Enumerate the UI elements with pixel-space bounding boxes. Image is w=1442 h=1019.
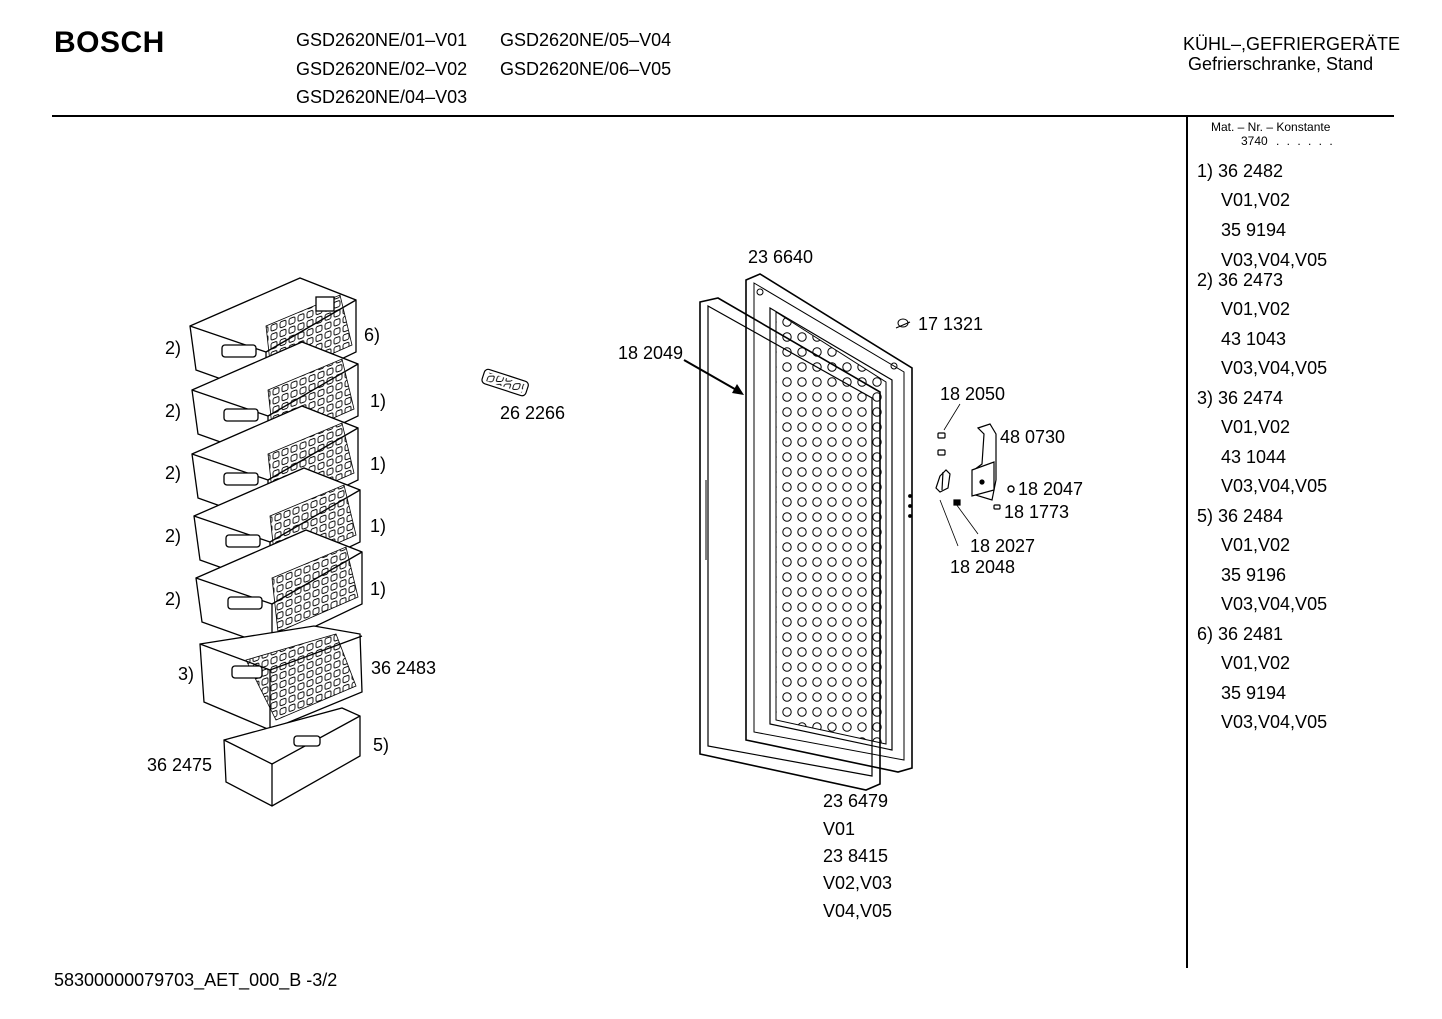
category-title: KÜHL–,GEFRIERGERÄTE <box>1183 34 1401 54</box>
part-number-label: 26 2266 <box>500 403 566 423</box>
variant-label: V01 <box>823 819 856 839</box>
part-number-label: 18 2050 <box>940 384 1006 404</box>
category-subtitle: Gefrierschranke, Stand <box>1188 54 1374 74</box>
part-number-label: 23 8415 <box>823 846 889 866</box>
callout-label: 1) <box>370 454 387 474</box>
callout-label: 1) <box>370 391 387 411</box>
material-row: V01,V02 <box>1221 190 1291 210</box>
header-divider <box>52 115 1394 117</box>
material-header: Mat. – Nr. – Konstante <box>1211 120 1331 134</box>
part-number-label: 18 2048 <box>950 557 1016 577</box>
hinge-bracket <box>971 423 997 501</box>
material-row: V01,V02 <box>1221 417 1291 437</box>
brand-logo: BOSCH <box>54 26 165 59</box>
material-row: 43 1043 <box>1221 329 1287 349</box>
freezer-drawers <box>189 277 363 807</box>
hinge-parts <box>935 403 1015 547</box>
screw-icon <box>895 318 911 329</box>
callout-label: 2) <box>165 526 182 546</box>
material-row: V03,V04,V05 <box>1221 476 1328 496</box>
material-row: V01,V02 <box>1221 653 1291 673</box>
drawer <box>195 529 363 648</box>
part-number-label: 18 2049 <box>618 343 684 363</box>
material-row: 6) 36 2481 <box>1197 624 1284 644</box>
part-number-label: 18 1773 <box>1004 502 1070 522</box>
callout-label: 1) <box>370 516 387 536</box>
screw-icon <box>937 432 946 456</box>
part-number-label: 48 0730 <box>1000 427 1066 447</box>
door-frame <box>745 273 913 773</box>
hinge-pin <box>935 469 951 493</box>
part-number-label: 18 2027 <box>970 536 1036 556</box>
gasket-leader <box>683 359 741 393</box>
part-number-label: 18 2047 <box>1018 479 1084 499</box>
callout-label: 2) <box>165 338 182 358</box>
exploded-view-drawing <box>189 273 1015 807</box>
material-row: V03,V04,V05 <box>1221 712 1328 732</box>
material-row: 35 9194 <box>1221 220 1287 240</box>
model-number: GSD2620NE/06–V05 <box>500 59 672 79</box>
material-dots: . . . . . . <box>1276 134 1335 148</box>
callout-label: 6) <box>364 325 381 345</box>
part-number-label: 23 6479 <box>823 791 889 811</box>
material-row: 5) 36 2484 <box>1197 506 1284 526</box>
material-row: V01,V02 <box>1221 299 1291 319</box>
door-gasket <box>699 297 881 791</box>
callout-label: 3) <box>178 664 195 684</box>
callout-label: 1) <box>370 579 387 599</box>
part-number-label: 23 6640 <box>748 247 814 267</box>
model-number: GSD2620NE/02–V02 <box>296 59 468 79</box>
part-number-label: 17 1321 <box>918 314 984 334</box>
material-row: 2) 36 2473 <box>1197 270 1284 290</box>
sidebar-divider <box>1186 117 1188 968</box>
model-number: GSD2620NE/04–V03 <box>296 87 468 107</box>
ice-tray <box>481 368 529 397</box>
drawer-large <box>199 625 363 731</box>
part-number-label: 36 2483 <box>371 658 437 678</box>
callout-label: 2) <box>165 589 182 609</box>
material-row: 35 9194 <box>1221 683 1287 703</box>
model-number: GSD2620NE/01–V01 <box>296 30 468 50</box>
document-footer-id: 58300000079703_AET_000_B -3/2 <box>54 970 338 990</box>
part-number-label: 36 2475 <box>147 755 213 775</box>
variant-label: V02,V03 <box>823 873 893 893</box>
material-row: V03,V04,V05 <box>1221 594 1328 614</box>
drawer-bottom <box>223 707 361 807</box>
material-row: V03,V04,V05 <box>1221 358 1328 378</box>
callout-label: 5) <box>373 735 390 755</box>
variant-label: V04,V05 <box>823 901 893 921</box>
material-row: V03,V04,V05 <box>1221 250 1328 270</box>
material-row: 1) 36 2482 <box>1197 161 1284 181</box>
callout-label: 2) <box>165 401 182 421</box>
arrow-head <box>732 384 744 395</box>
material-row: 35 9196 <box>1221 565 1287 585</box>
material-row: 3) 36 2474 <box>1197 388 1284 408</box>
callout-label: 2) <box>165 463 182 483</box>
material-row: V01,V02 <box>1221 535 1291 555</box>
material-constant: 3740 <box>1241 134 1268 148</box>
model-number: GSD2620NE/05–V04 <box>500 30 672 50</box>
material-row: 43 1044 <box>1221 447 1287 467</box>
